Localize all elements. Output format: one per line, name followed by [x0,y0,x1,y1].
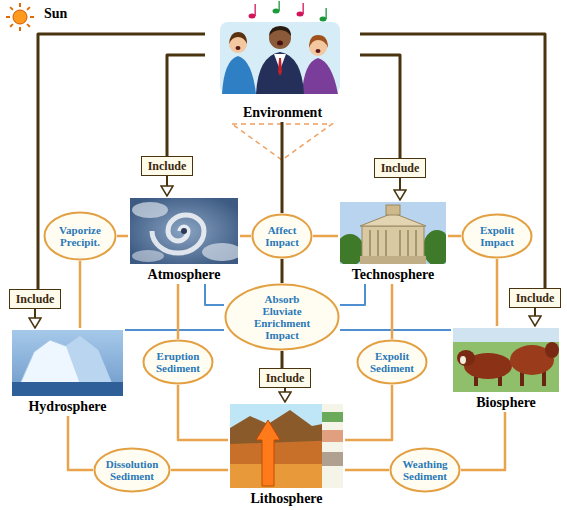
environment-node: Environment [205,0,360,122]
connector [205,284,224,305]
hurricane-picture [130,198,238,264]
connector [171,469,228,472]
sphere-label: Hydrosphere [25,399,109,415]
relation-oval: Dissolution Sediment [93,447,171,493]
relation-oval: Affect Impact [251,213,313,259]
sphere-node: Technosphere [338,200,448,284]
sphere-label: Technosphere [349,267,437,283]
connector [345,469,389,472]
include-box: Include [509,288,562,308]
relation-text: Absorb Eluviate Enrichment Impact [254,293,310,341]
connector [534,308,536,326]
sphere-node: Atmosphere [128,196,240,284]
include-box: Include [259,368,312,388]
sphere-label: Lithosphere [247,491,325,507]
include-box: Include [374,158,427,178]
oval-shape [463,215,532,258]
connector [496,259,499,326]
connector [360,34,545,288]
sphere-label: Biosphere [473,395,539,411]
connector [360,55,400,158]
relation-text: Eruption Sediment [156,350,200,374]
sun-icon [6,3,34,31]
connector [240,235,251,238]
connector [340,284,365,305]
include-box: Include [141,156,194,176]
building-picture [340,202,446,264]
sphere-node: Lithosphere [228,402,345,508]
connector [448,235,461,238]
iceberg-picture [12,330,123,396]
relation-text: Dissolution Sediment [106,458,159,482]
oval-shape [45,213,116,260]
cattle-picture [453,328,559,392]
connector [177,284,180,339]
relation-oval: Weathing Sediment [389,447,461,493]
connector [340,329,451,331]
oval-shape [391,449,460,492]
oval-shape [95,449,170,492]
sphere-node: Hydrosphere [10,328,125,416]
include-text: Include [381,161,420,175]
connector [38,34,205,289]
connector [34,309,36,328]
connector [117,235,128,238]
connector [79,261,82,328]
connector [281,122,284,213]
sun-label: Sun [44,6,67,22]
relation-text: Vaporize Precipit. [59,224,101,248]
connector [281,259,284,283]
connector [391,284,394,339]
earth-layers-picture [230,404,343,488]
connector [399,178,401,200]
environment-label: Environment [240,105,325,121]
connector [166,176,168,196]
include-text: Include [516,291,555,305]
relation-oval: Expolit Impact [461,213,533,259]
connector [461,412,505,470]
relation-oval: Vaporize Precipit. [43,211,117,261]
relation-oval: Absorb Eluviate Enrichment Impact [224,283,340,351]
sphere-node: Biosphere [451,326,561,412]
oval-shape [358,341,427,384]
connector [167,55,205,156]
connector [68,416,93,470]
relation-oval: Eruption Sediment [142,339,214,385]
relation-oval: Expolit Sediment [356,339,428,385]
include-text: Include [148,159,187,173]
relation-text: Affect Impact [265,224,299,248]
connector [125,329,224,331]
connector [313,235,338,238]
connector [178,385,228,440]
connector [281,351,284,368]
connector [284,388,286,402]
include-box: Include [9,289,62,309]
relation-text: Weathing Sediment [402,458,447,482]
oval-shape [253,215,312,258]
singers-picture [220,1,340,94]
connector [345,385,392,440]
relation-text: Expolit Sediment [370,350,414,374]
relation-text: Expolit Impact [480,224,514,248]
include-text: Include [16,292,55,306]
sphere-label: Atmosphere [145,267,224,283]
oval-shape [226,285,339,350]
oval-shape [144,341,213,384]
include-text: Include [266,371,305,385]
